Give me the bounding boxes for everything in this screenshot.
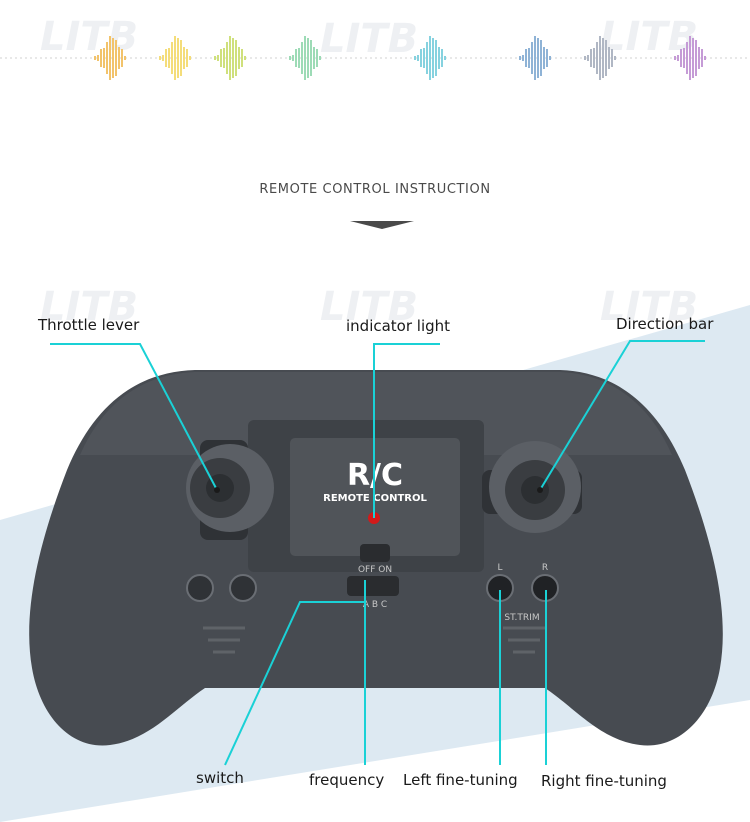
label-indicator-light: indicator light [346,317,451,335]
frequency-switch [347,576,399,596]
left-grip-ridges [203,626,245,654]
label-direction-bar: Direction bar [616,315,714,333]
trim-right-mark: R [542,563,548,573]
callout-dot [537,487,543,493]
direction-stick-cap [521,476,549,504]
sound-wave-banner [0,36,750,80]
callout-dot [214,487,220,493]
label-left-fine-tuning: Left fine-tuning [403,771,518,789]
label-frequency: frequency [309,771,385,789]
watermark: LITB [320,284,418,330]
controller-top-highlight [80,372,672,455]
right-grip-ridges [503,626,545,654]
trim-left-mark: L [497,563,502,573]
callout-dots [214,487,543,493]
callout-line-switch [224,601,365,766]
rc-logo-subtext: REMOTE CONTROL [323,493,427,504]
callout-lines [50,340,705,766]
label-right-fine-tuning: Right fine-tuning [541,772,667,790]
left-button-2 [229,574,257,602]
title-tab-marker [350,221,414,229]
wave-bars [94,36,706,80]
watermark: LITB [320,16,418,62]
section-title: REMOTE CONTROL INSTRUCTION [259,182,491,197]
callout-line-throttle [50,343,218,491]
watermark: LITB [600,284,698,330]
watermark: LITB [40,284,138,330]
frequency-marks: A B C [363,600,387,610]
label-switch: switch [196,769,244,787]
left-button-1 [186,574,214,602]
label-throttle-lever: Throttle lever [38,316,140,334]
callout-line-direction [539,340,705,491]
trim-caption: ST.TRIM [504,613,539,623]
switch-marks: OFF ON [358,565,392,575]
callout-line-indicator [373,343,440,518]
power-switch [360,544,390,562]
